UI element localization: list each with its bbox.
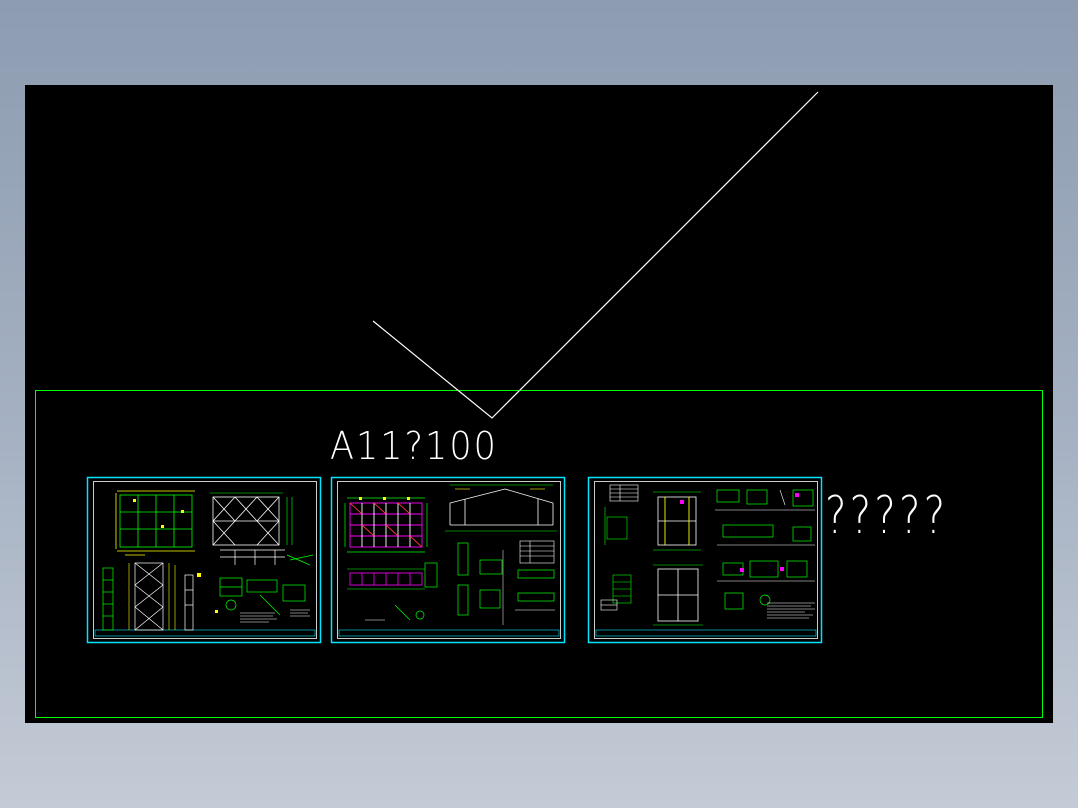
leader-line-icon — [372, 91, 819, 419]
sheet-1-floor-plan — [119, 494, 193, 548]
cad-model-space[interactable]: A11?100 ????? — [25, 85, 1053, 723]
sheet-3-connection-details — [716, 489, 814, 610]
scale-annotation: A11?100 — [330, 424, 498, 469]
drawing-frame — [35, 390, 1043, 718]
sheet-1-inner-border — [93, 481, 317, 639]
sheet-1-bracing-plan — [212, 496, 280, 546]
drawing-sheet-1[interactable] — [86, 476, 322, 644]
sheet-3-table — [609, 484, 639, 502]
sheet-2-details — [394, 542, 555, 621]
sheet-1-stair-section — [102, 567, 114, 631]
sheet-1-details — [219, 554, 314, 616]
sheet-2-portal-frame — [449, 488, 554, 526]
cad-drawing-layer — [35, 91, 1043, 718]
sheet-3-foundation-plan — [657, 496, 697, 546]
sheet-2-border — [330, 476, 566, 644]
sheet-2-inner-border — [337, 481, 561, 639]
drawing-sheet-2[interactable] — [330, 476, 566, 644]
sheet-2-material-table — [519, 540, 555, 564]
drawing-sheet-3[interactable] — [587, 476, 823, 644]
sheet-3-inner-border — [594, 481, 818, 639]
drawing-title-placeholder: ????? — [825, 486, 949, 546]
sheet-3-border — [587, 476, 823, 644]
sheet-2-roof-plan — [349, 502, 423, 548]
sheet-1-border — [86, 476, 322, 644]
